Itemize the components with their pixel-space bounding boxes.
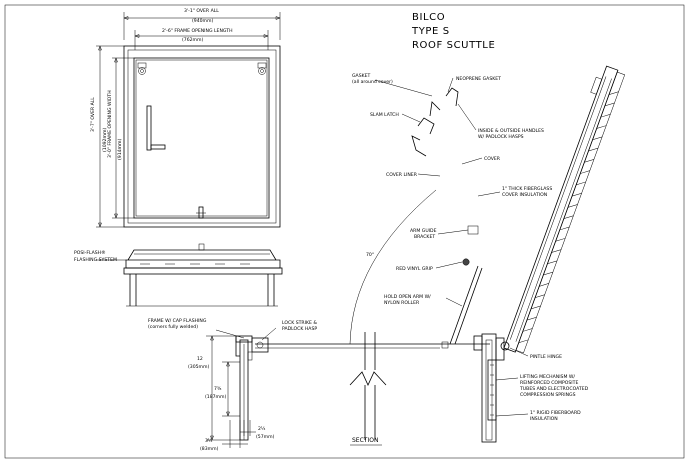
section-view: SECTION [148,65,626,452]
hinge-bolt-icon [138,67,146,75]
frame-opening-length-mm: (762mm) [182,37,204,43]
plan-view: 3'-1" OVER ALL (940mm) 2'-6" FRAME OPENI… [90,8,281,228]
label-arm-guide-1: ARM GUIDE [410,228,437,234]
label-insulation-2: COVER INSULATION [502,192,547,198]
plan-inner-frame [127,49,277,224]
label-handles-2: W/ PADLOCK HASPS [478,134,524,140]
hinge-bolt-icon [258,67,266,75]
title-line-2: TYPE S [411,26,450,37]
handle-icon [146,105,152,151]
frame-opening-length-label: 2'-6" FRAME OPENING LENGTH [162,28,233,34]
label-red-vinyl-grip: RED VINYL GRIP [396,266,433,272]
label-lifting-4: COMPRESSION SPRINGS [520,392,576,398]
dim-inner-height-mm: (187mm) [205,394,227,400]
label-frame-cap-1: FRAME W/ CAP FLASHING [148,318,207,324]
overall-width-mm: (940mm) [192,18,214,24]
front-elevation: POSI-FLASH® FLASHING SYSTEM [74,243,283,307]
label-arm-guide-2: BRACKET [414,234,435,240]
drawing-border [4,4,685,459]
section-label: SECTION [352,437,378,444]
dim-curb-height-mm: (305mm) [188,364,210,370]
latch-icon [198,206,204,219]
lifting-mechanism [487,359,497,421]
slam-latch-icon [417,117,435,135]
cover-open [503,65,626,354]
hold-open-arm [449,265,479,345]
flashing-label-line2: FLASHING SYSTEM [74,257,117,263]
label-lock-strike-1: LOCK STRIKE & [282,320,317,326]
label-gasket-2: (all around cover) [352,79,393,85]
overall-height-mm: (1092mm) [102,128,108,152]
label-rigid-1: 1" RIGID FIBERBOARD [530,410,581,416]
label-insulation-1: 1" THICK FIBERGLASS [502,186,552,192]
overall-height-label: 3'-7" OVER ALL [90,97,96,132]
label-slam-latch: SLAM LATCH [370,112,399,118]
outside-handle-icon [445,87,459,107]
title-line-1: BILCO [412,12,445,23]
label-frame-cap-2: (corners fully welded) [148,324,198,330]
label-gasket-1: GASKET [352,73,371,79]
dim-inner-height: 7⅜ [214,386,222,392]
frame-opening-width-mm: (914mm) [117,138,123,160]
angle-label: 70° [366,252,374,258]
label-lifting-2: REINFORCED COMPOSITE [520,380,578,386]
dim-bottom-left: 3¼ [205,438,213,444]
label-pintle-hinge: PINTLE HINGE [530,354,562,360]
label-hold-open-2: NYLON ROLLER [384,300,420,306]
dim-bottom-left-mm: (83mm) [200,446,219,452]
label-cover-liner: COVER LINER [386,172,418,178]
angle-arc [349,189,437,345]
label-lifting-1: LIFTING MECHANISM W/ [520,374,575,380]
label-lock-strike-2: PADLOCK HASP [282,326,317,332]
pintle-hinge-icon [500,341,510,351]
dim-bottom-right: 2¼ [258,426,266,432]
label-neoprene-gasket: NEOPRENE GASKET [456,76,501,82]
plan-outer-frame [123,45,281,228]
label-rigid-2: INSULATION [530,416,558,422]
label-cover: COVER [484,156,501,162]
dim-curb-height: 12 [197,356,203,362]
red-vinyl-grip-icon [462,258,470,266]
label-hold-open-1: HOLD OPEN ARM W/ [384,294,431,300]
dim-bottom-right-mm: (57mm) [256,434,275,440]
frame-opening-width-label: 3'-0" FRAME OPENING WIDTH [107,90,113,158]
flashing-label-line1: POSI-FLASH® [74,249,106,256]
label-lifting-3: TUBES AND ELECTROCOATED [519,386,589,392]
lock-strike-icon [251,337,269,353]
overall-width-label: 3'-1" OVER ALL [184,8,219,14]
title-line-3: ROOF SCUTTLE [412,40,495,51]
title-block: BILCO TYPE S ROOF SCUTTLE [411,12,495,51]
label-handles-1: INSIDE & OUTSIDE HANDLES [478,128,544,134]
